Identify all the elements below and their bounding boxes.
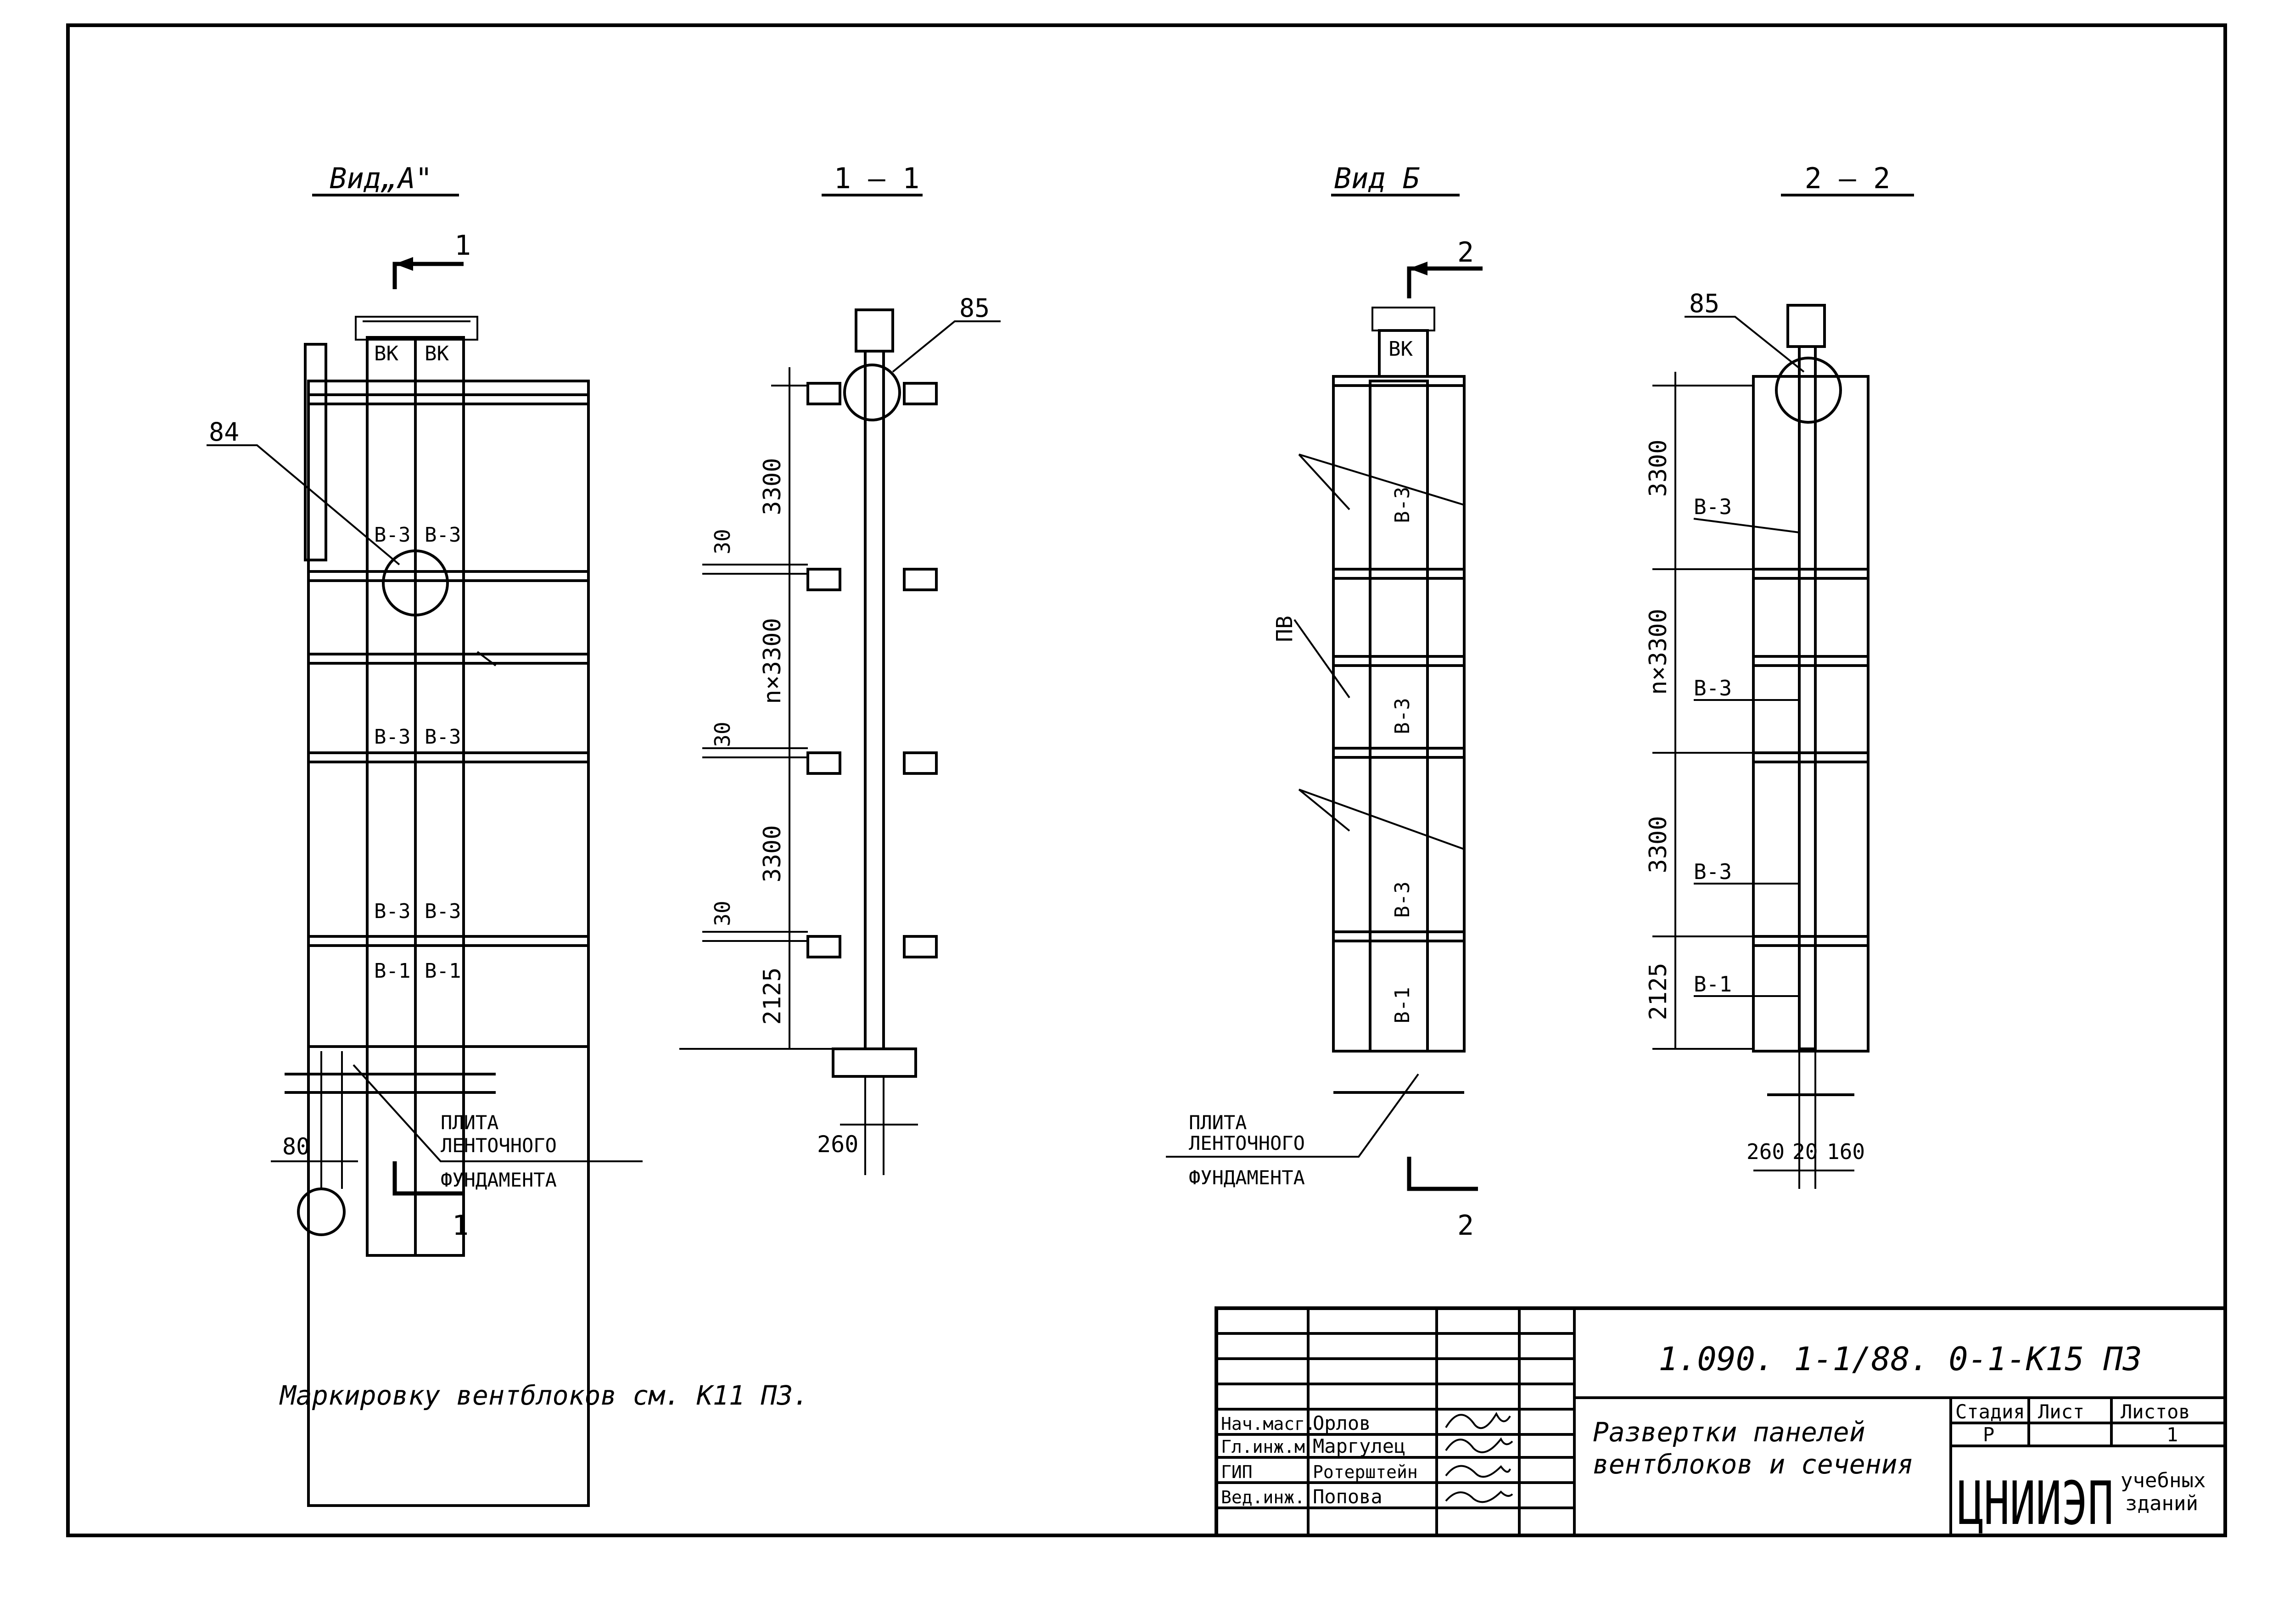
view-a-panel-b3-2: В-3: [425, 523, 461, 547]
section-2-callout-85: 85: [1689, 289, 1719, 318]
sheet-frame: [66, 23, 2227, 1537]
name-4: Попова: [1313, 1485, 1383, 1508]
signatures: [1445, 1411, 1513, 1503]
view-b-foundation-1: ПЛИТА: [1189, 1111, 1247, 1134]
section-1-dim-3300-a: 3300: [759, 458, 786, 515]
role-4: Вед.инж.: [1221, 1487, 1305, 1507]
view-a-panel-b1-2: В-1: [425, 959, 461, 983]
sheets-value: 1: [2166, 1423, 2178, 1446]
view-b-panel-b3-3: В-3: [1391, 881, 1414, 918]
section-1-dim-30-c: 30: [710, 901, 735, 926]
stage-header: Стадия: [1955, 1400, 2025, 1423]
view-a-foundation-3: ФУНДАМЕНТА: [441, 1169, 557, 1191]
org-sub-1: учебных: [2121, 1469, 2205, 1492]
view-a-panel-b3-4: В-3: [425, 725, 461, 749]
role-3: ГИП: [1221, 1462, 1253, 1482]
section-2-dim-260: 260: [1746, 1139, 1785, 1164]
view-b-section-mark-top: 2: [1457, 236, 1474, 269]
section-2-label-b3-3: В-3: [1694, 859, 1732, 884]
view-b-foundation-3: ФУНДАМЕНТА: [1189, 1166, 1305, 1189]
role-1: Нач.масг.: [1221, 1414, 1315, 1434]
view-a-panel-vk-1: ВК: [374, 342, 398, 365]
note-text: Маркировку вентблоков см. К11 ПЗ.: [279, 1380, 809, 1411]
section-1-title: 1 — 1: [834, 162, 920, 195]
view-b: Вид Б 2 ВК В-3 В-3 В-3 В-1 ПВ ПЛИТА: [1166, 162, 1483, 1242]
view-b-title: Вид Б: [1334, 162, 1420, 195]
view-a-section-mark-top: 1: [454, 230, 471, 262]
sheet-header: Лист: [2038, 1400, 2084, 1423]
view-a-panel-b3-6: В-3: [425, 900, 461, 923]
section-1-dim-nx3300: n×3300: [759, 618, 786, 704]
section-1-dim-2125: 2125: [759, 967, 786, 1025]
section-2-dim-3300-a: 3300: [1645, 439, 1672, 497]
section-1-dim-260: 260: [817, 1131, 858, 1158]
view-a-foundation-1: ПЛИТА: [441, 1111, 498, 1134]
view-a-section-mark-bottom: 1: [452, 1210, 469, 1242]
sheet-title-line-1: Развертки панелей: [1593, 1417, 1865, 1448]
section-1-dim-30-a: 30: [710, 529, 735, 554]
org-sub-2: зданий: [2125, 1492, 2198, 1515]
document-code: 1.090. 1-1/88. 0-1-К15 ПЗ: [1658, 1340, 2142, 1378]
section-2-title: 2 — 2: [1805, 162, 1891, 195]
name-1: Орлов: [1313, 1412, 1371, 1434]
view-a-title: Вид„А": [330, 162, 432, 195]
view-a-dim-80: 80: [282, 1133, 310, 1160]
section-2-2: 2 — 2 85 3300 n×3300 3300 2125: [1645, 162, 1914, 1189]
section-2-dim-2125: 2125: [1645, 963, 1672, 1020]
name-2: Маргулец: [1313, 1435, 1405, 1457]
view-a-panel-b3-1: В-3: [374, 523, 410, 547]
view-a-panel-b3-3: В-3: [374, 725, 410, 749]
view-a-foundation-2: ЛЕНТОЧНОГО: [441, 1134, 557, 1157]
view-b-pv-label: ПВ: [1272, 616, 1298, 642]
section-2-dim-nx3300: n×3300: [1645, 609, 1672, 695]
stage-value: Р: [1983, 1423, 1994, 1446]
view-b-panel-vk: ВК: [1388, 337, 1413, 361]
title-block: 1.090. 1-1/88. 0-1-К15 ПЗ Нач.масг. Гл.и…: [1215, 1306, 2227, 1538]
view-b-panel-b3-1: В-3: [1391, 487, 1414, 523]
name-3: Ротерштейн: [1313, 1462, 1418, 1482]
section-1-1: 1 — 1 85 3300 30 n×3: [679, 162, 1001, 1175]
view-a-callout-84: 84: [209, 417, 239, 447]
role-2: Гл.инж.м: [1221, 1437, 1305, 1457]
view-a-panel-b3-5: В-3: [374, 900, 410, 923]
section-2-dim-160: 160: [1827, 1139, 1865, 1164]
section-2-label-b1: В-1: [1694, 972, 1732, 997]
sheets-header: Листов: [2121, 1400, 2190, 1423]
view-a-panel-vk-2: ВК: [425, 342, 449, 365]
section-2-dim-20: 20: [1792, 1139, 1818, 1164]
section-2-label-b3-2: В-3: [1694, 676, 1732, 700]
view-b-section-mark-bottom: 2: [1457, 1210, 1474, 1242]
view-b-panel-b1: В-1: [1391, 987, 1414, 1023]
section-2-label-b3-1: В-3: [1694, 494, 1732, 519]
sheet-title-line-2: вентблоков и сечения: [1593, 1449, 1913, 1480]
view-b-panel-b3-2: В-3: [1391, 698, 1414, 734]
section-2-dim-3300-b: 3300: [1645, 816, 1672, 873]
view-a-panel-b1-1: В-1: [374, 959, 410, 983]
view-b-foundation-2: ЛЕНТОЧНОГО: [1189, 1132, 1305, 1154]
org-logo: ЦНИИЭП: [1958, 1468, 2114, 1538]
view-a: Вид„А" 1 84 ВК ВК В-3: [207, 162, 643, 1507]
section-1-dim-3300-b: 3300: [759, 825, 786, 882]
section-1-callout-85: 85: [959, 293, 990, 323]
section-1-dim-30-b: 30: [710, 722, 735, 747]
